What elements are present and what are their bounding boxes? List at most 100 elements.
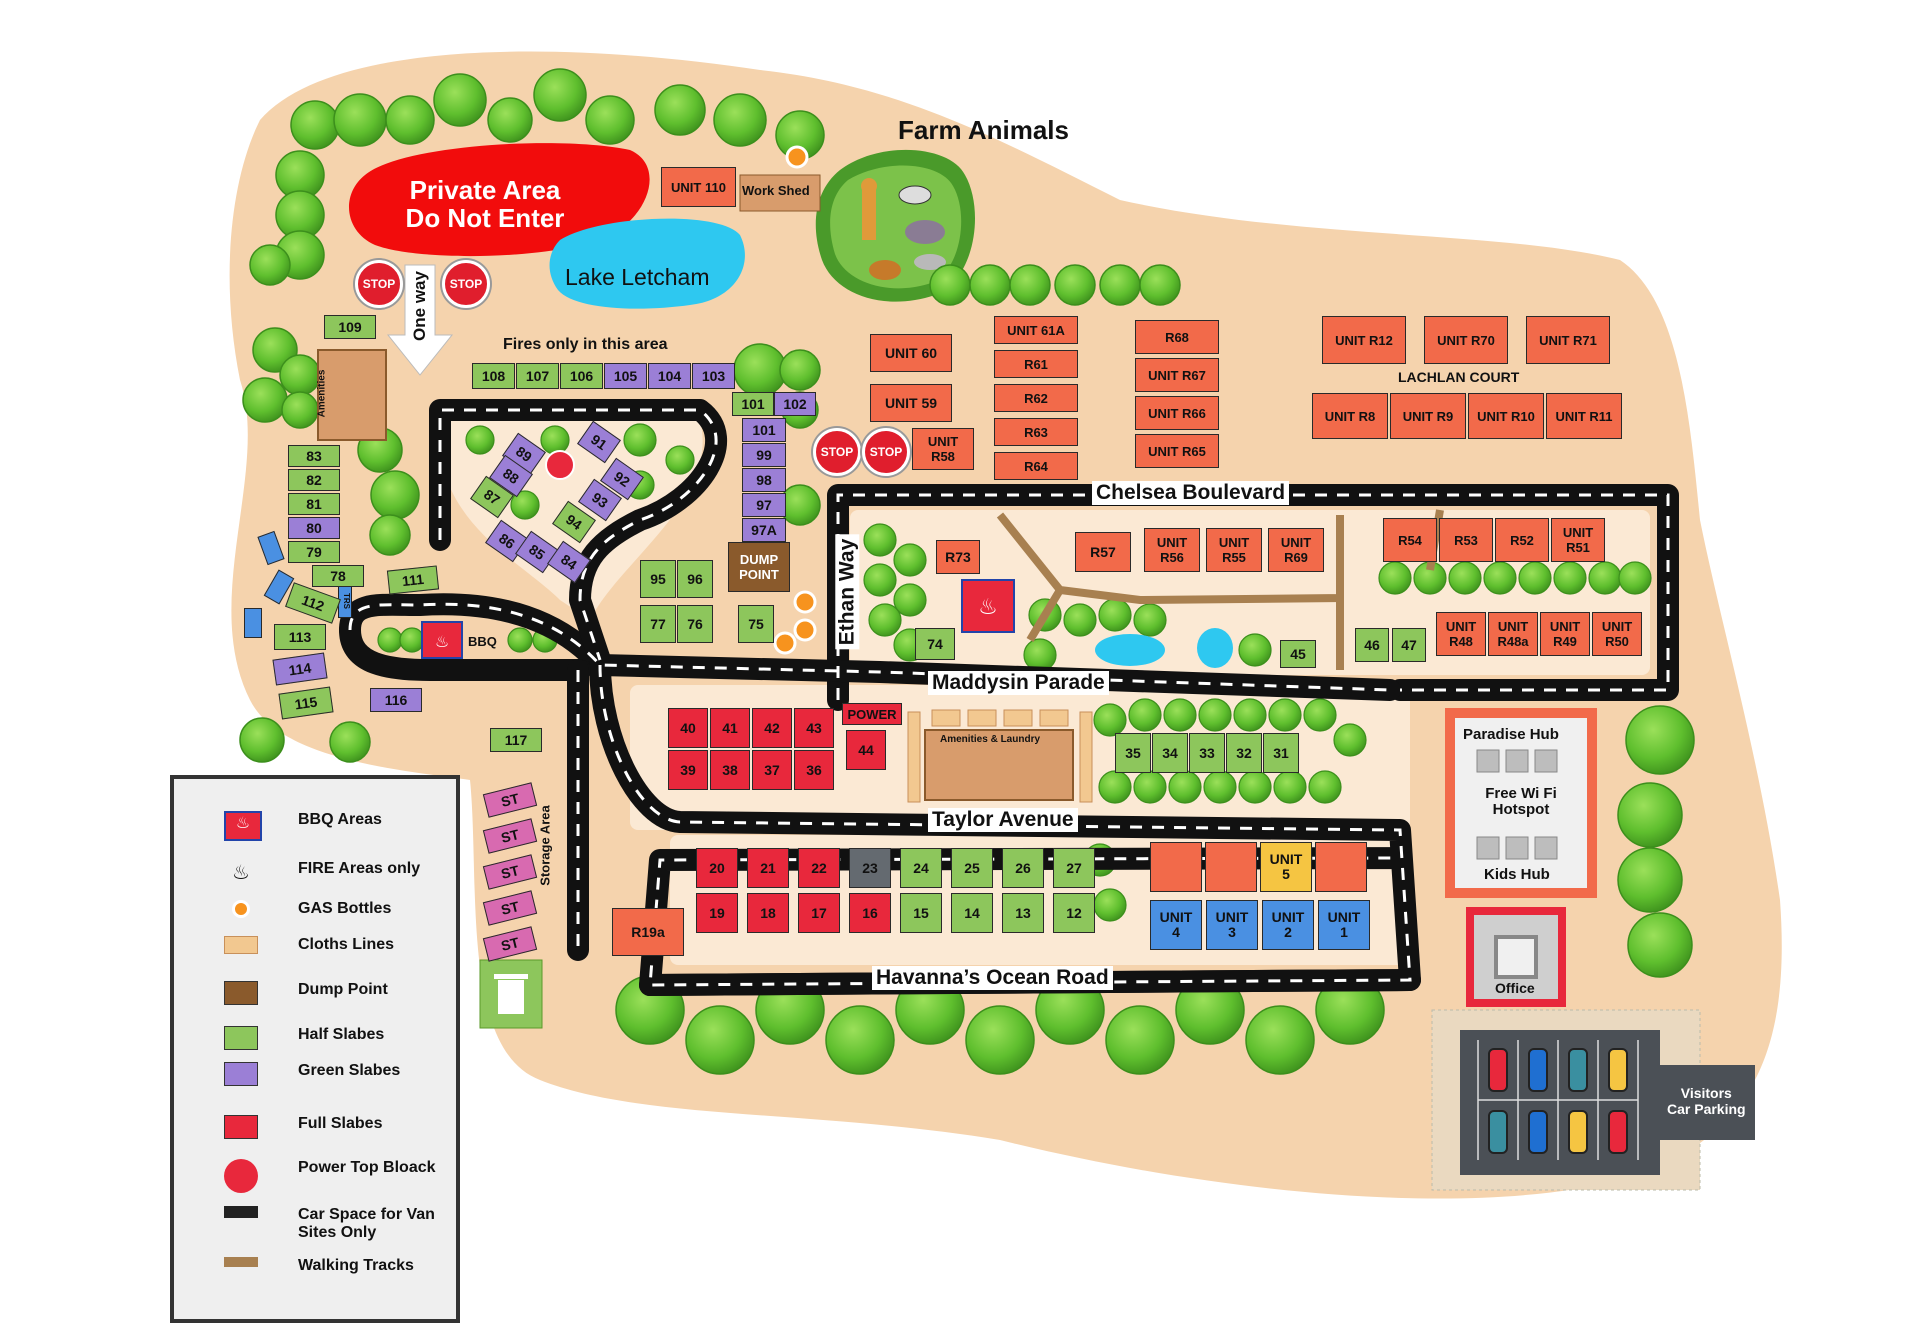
site-unit-59[interactable]: UNIT 59 bbox=[870, 384, 952, 422]
site-box[interactable]: UNIT R65 bbox=[1135, 434, 1219, 468]
site-unit-blank[interactable] bbox=[1205, 842, 1257, 892]
site-box[interactable]: 81 bbox=[288, 493, 340, 515]
site-101[interactable]: 101 bbox=[732, 392, 774, 416]
site-116[interactable]: 116 bbox=[370, 688, 422, 712]
site-45[interactable]: 45 bbox=[1280, 640, 1316, 668]
site-r57[interactable]: R57 bbox=[1075, 532, 1131, 572]
site-box[interactable]: 34 bbox=[1152, 733, 1188, 773]
site-box[interactable]: 15 bbox=[900, 893, 942, 933]
site-box[interactable]: 40 bbox=[668, 708, 708, 748]
site-unit-5[interactable]: UNIT 5 bbox=[1260, 842, 1312, 892]
site-box[interactable]: 37 bbox=[752, 750, 792, 790]
site-box[interactable]: 20 bbox=[696, 848, 738, 888]
site-74[interactable]: 74 bbox=[915, 628, 955, 660]
site-box[interactable]: 33 bbox=[1189, 733, 1225, 773]
site-box[interactable]: 38 bbox=[710, 750, 750, 790]
site-box[interactable]: UNIT 61A bbox=[994, 316, 1078, 344]
site-box[interactable]: R53 bbox=[1439, 518, 1493, 562]
site-box[interactable]: 23 bbox=[849, 848, 891, 888]
site-box[interactable]: 80 bbox=[288, 517, 340, 539]
site-box[interactable]: 12 bbox=[1053, 893, 1095, 933]
site-box[interactable]: R63 bbox=[994, 418, 1078, 446]
site-box[interactable]: UNIT R71 bbox=[1526, 316, 1610, 364]
site-box[interactable]: 21 bbox=[747, 848, 789, 888]
site-box[interactable]: UNIT R8 bbox=[1312, 393, 1388, 439]
site-box[interactable]: R62 bbox=[994, 384, 1078, 412]
site-box[interactable]: R52 bbox=[1495, 518, 1549, 562]
site-box[interactable]: UNIT R10 bbox=[1468, 393, 1544, 439]
site-box[interactable]: UNIT R67 bbox=[1135, 358, 1219, 392]
site-75[interactable]: 75 bbox=[738, 605, 774, 643]
site-box[interactable]: 19 bbox=[696, 893, 738, 933]
site-box[interactable]: 98 bbox=[742, 468, 786, 492]
site-box[interactable]: 39 bbox=[668, 750, 708, 790]
site-box[interactable]: 97 bbox=[742, 493, 786, 517]
site-box[interactable]: 78 bbox=[312, 565, 364, 587]
site-box[interactable]: 41 bbox=[710, 708, 750, 748]
site-r19a[interactable]: R19a bbox=[612, 908, 684, 956]
site-76[interactable]: 76 bbox=[677, 605, 713, 643]
dump-point[interactable]: DUMP POINT bbox=[728, 542, 790, 592]
site-box[interactable]: 36 bbox=[794, 750, 834, 790]
site-box[interactable]: 13 bbox=[1002, 893, 1044, 933]
site-109[interactable]: 109 bbox=[324, 315, 376, 339]
site-box[interactable]: 83 bbox=[288, 445, 340, 467]
site-box[interactable]: UNIT R66 bbox=[1135, 396, 1219, 430]
site-r73[interactable]: R73 bbox=[936, 540, 980, 574]
site-box[interactable]: 25 bbox=[951, 848, 993, 888]
site-96[interactable]: 96 bbox=[677, 560, 713, 598]
site-box[interactable]: UNIT R11 bbox=[1546, 393, 1622, 439]
car-space-blue[interactable] bbox=[244, 608, 262, 638]
site-77[interactable]: 77 bbox=[640, 605, 676, 643]
site-box[interactable]: 32 bbox=[1226, 733, 1262, 773]
site-47[interactable]: 47 bbox=[1392, 628, 1426, 662]
site-box[interactable]: R61 bbox=[994, 350, 1078, 378]
site-box[interactable]: 17 bbox=[798, 893, 840, 933]
site-box[interactable]: 24 bbox=[900, 848, 942, 888]
site-box[interactable]: 18 bbox=[747, 893, 789, 933]
site-box[interactable]: 26 bbox=[1002, 848, 1044, 888]
site-box[interactable]: 108 bbox=[472, 363, 515, 389]
site-unit-r58[interactable]: UNIT R58 bbox=[912, 428, 974, 470]
site-box[interactable]: 82 bbox=[288, 469, 340, 491]
site-box[interactable]: 101 bbox=[742, 418, 786, 442]
site-box[interactable]: 16 bbox=[849, 893, 891, 933]
site-box[interactable]: UNIT R70 bbox=[1424, 316, 1508, 364]
site-box[interactable]: UNIT R12 bbox=[1322, 316, 1406, 364]
site-box[interactable]: 106 bbox=[560, 363, 603, 389]
site-box[interactable]: 43 bbox=[794, 708, 834, 748]
site-box[interactable]: 105 bbox=[604, 363, 647, 389]
site-box[interactable]: R54 bbox=[1383, 518, 1437, 562]
site-unit-110[interactable]: UNIT 110 bbox=[661, 167, 736, 207]
site-box[interactable]: UNIT R9 bbox=[1390, 393, 1466, 439]
site-95[interactable]: 95 bbox=[640, 560, 676, 598]
site-box[interactable]: 107 bbox=[516, 363, 559, 389]
site-unit-blank[interactable] bbox=[1315, 842, 1367, 892]
site-box[interactable]: 97A bbox=[742, 518, 786, 542]
site-box[interactable]: 35 bbox=[1115, 733, 1151, 773]
site-unit-60[interactable]: UNIT 60 bbox=[870, 334, 952, 372]
site-44[interactable]: 44 bbox=[846, 730, 886, 770]
site-box[interactable]: 14 bbox=[951, 893, 993, 933]
site-117[interactable]: 117 bbox=[490, 728, 542, 752]
site-box[interactable]: 31 bbox=[1263, 733, 1299, 773]
site-box[interactable]: 79 bbox=[288, 541, 340, 563]
site-box[interactable]: 99 bbox=[742, 443, 786, 467]
site-46[interactable]: 46 bbox=[1355, 628, 1389, 662]
site-box[interactable]: 104 bbox=[648, 363, 691, 389]
site-box[interactable]: 27 bbox=[1053, 848, 1095, 888]
site-box[interactable]: R68 bbox=[1135, 320, 1219, 354]
site-box[interactable]: 22 bbox=[798, 848, 840, 888]
